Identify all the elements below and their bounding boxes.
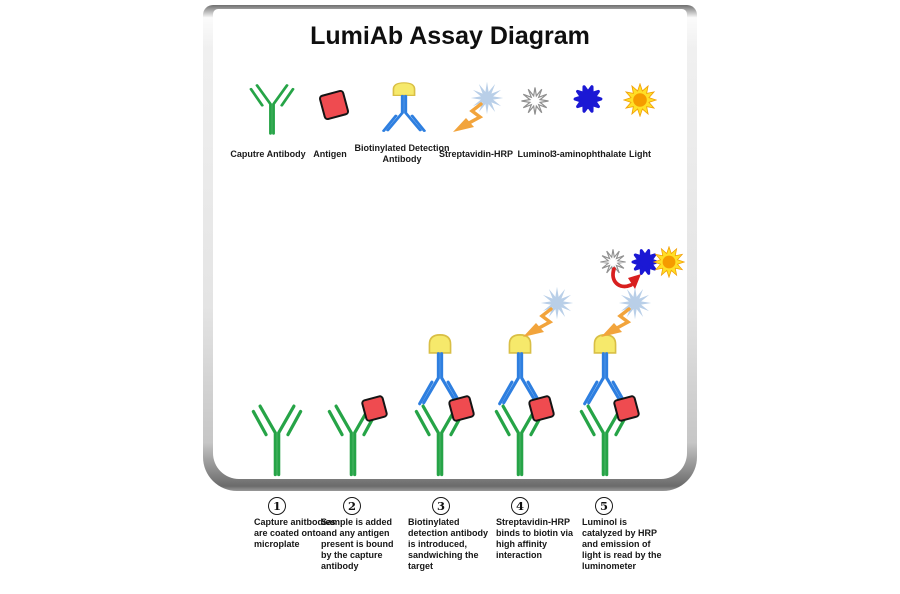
step1-number-badge: 1 [268,497,286,515]
step1-caption: Capture anitbodies are coated onto micro… [254,517,336,549]
light-icon [623,83,657,117]
legend-label-biotinylated-detection-antibody: Biotinylated Detection Antibody [354,143,450,164]
legend-label-streptavidin-hrp: Streptavidin-HRP [438,149,514,159]
step2-caption: Sample is added and any antigen present … [321,517,394,571]
step2-number-badge: 2 [343,497,361,515]
page-title: LumiAb Assay Diagram [310,22,590,50]
step5-number-badge: 5 [595,497,613,515]
microplate-frame [203,5,697,491]
streptavidin-hrp-icon [443,78,507,134]
step5-light-icon [653,246,685,278]
capture-antibody-icon [249,83,295,135]
legend-label-luminol: Luminol [517,149,553,159]
legend-label-light: Light [629,149,651,159]
step3-caption: Biotinylated detection antibody is intro… [408,517,489,571]
step4-caption: Streptavidin-HRP binds to biotin via hig… [496,517,573,560]
step5-caption: Luminol is catalyzed by HRP and emission… [582,517,662,571]
legend-label-antigen: Antigen [313,149,347,159]
legend-label-capture-antibody: Caputre Antibody [230,149,306,159]
biotinylated-detection-antibody-icon [382,81,426,133]
step1-capture-antibody-icon [251,404,303,477]
step4-streptavidin-hrp-icon [513,283,577,339]
aminophthalate-icon [573,85,603,113]
step3-number-badge: 3 [432,497,450,515]
step4-number-badge: 4 [511,497,529,515]
legend-label-aminophthalate: 3-aminophthalate [551,149,627,159]
luminol-icon [520,86,550,116]
